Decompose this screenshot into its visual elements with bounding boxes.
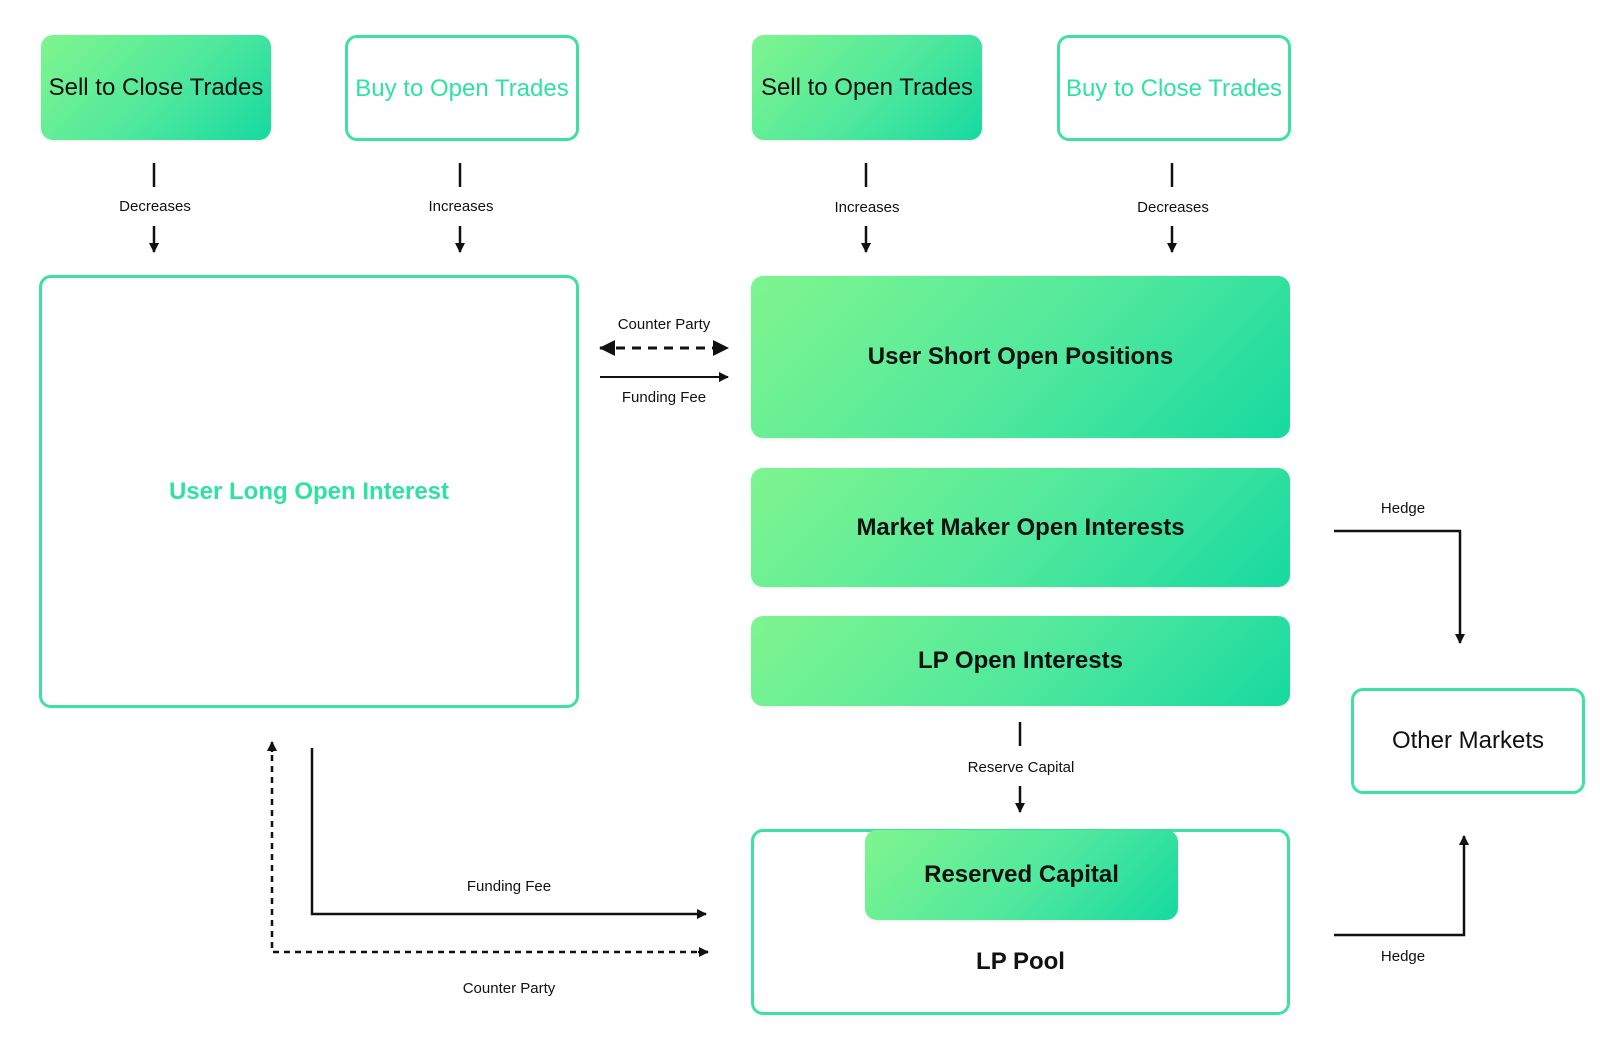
user-short-open-positions-box: User Short Open Positions xyxy=(751,276,1290,438)
line-counter-party-bottom xyxy=(270,744,708,954)
user-short-open-positions-label: User Short Open Positions xyxy=(867,343,1174,370)
label-reserve-capital: Reserve Capital xyxy=(967,759,1075,776)
arrow-hedge-bottom xyxy=(1334,835,1469,937)
label-hedge-bottom: Hedge xyxy=(1380,948,1426,965)
label-hedge-top: Hedge xyxy=(1380,500,1426,517)
lp-pool-box: LP Pool xyxy=(751,829,1290,1015)
arrow-hedge-top xyxy=(1334,529,1465,644)
user-long-open-interest-box: User Long Open Interest xyxy=(39,275,579,708)
reserved-capital-box: Reserved Capital xyxy=(865,830,1178,920)
sell-to-open-label: Sell to Open Trades xyxy=(760,74,974,101)
sell-to-close-label: Sell to Close Trades xyxy=(48,74,264,101)
label-increases-right: Increases xyxy=(834,199,900,216)
label-funding-fee-bottom: Funding Fee xyxy=(466,878,552,895)
buy-to-open-label: Buy to Open Trades xyxy=(355,74,569,102)
lp-pool-label: LP Pool xyxy=(976,948,1065,975)
label-counter-party-top: Counter Party xyxy=(617,316,711,333)
sell-to-open-box: Sell to Open Trades xyxy=(752,35,982,140)
sell-to-close-box: Sell to Close Trades xyxy=(41,35,271,140)
other-markets-box: Other Markets xyxy=(1351,688,1585,794)
market-maker-open-interests-box: Market Maker Open Interests xyxy=(751,468,1290,587)
label-decreases-right: Decreases xyxy=(1137,199,1209,216)
label-decreases-left: Decreases xyxy=(119,198,191,215)
other-markets-label: Other Markets xyxy=(1391,727,1545,754)
market-maker-open-interests-label: Market Maker Open Interests xyxy=(856,513,1185,541)
lp-open-interests-box: LP Open Interests xyxy=(751,616,1290,706)
label-increases-left: Increases xyxy=(428,198,494,215)
lp-open-interests-label: LP Open Interests xyxy=(918,647,1123,674)
reserved-capital-label: Reserved Capital xyxy=(924,861,1119,888)
buy-to-open-box: Buy to Open Trades xyxy=(345,35,579,141)
arrow-funding-fee-bottom xyxy=(310,748,707,919)
buy-to-close-box: Buy to Close Trades xyxy=(1057,35,1291,141)
label-funding-fee-top: Funding Fee xyxy=(621,389,707,406)
label-counter-party-bottom: Counter Party xyxy=(462,980,556,997)
buy-to-close-label: Buy to Close Trades xyxy=(1065,74,1283,102)
user-long-open-interest-label: User Long Open Interest xyxy=(168,477,450,505)
